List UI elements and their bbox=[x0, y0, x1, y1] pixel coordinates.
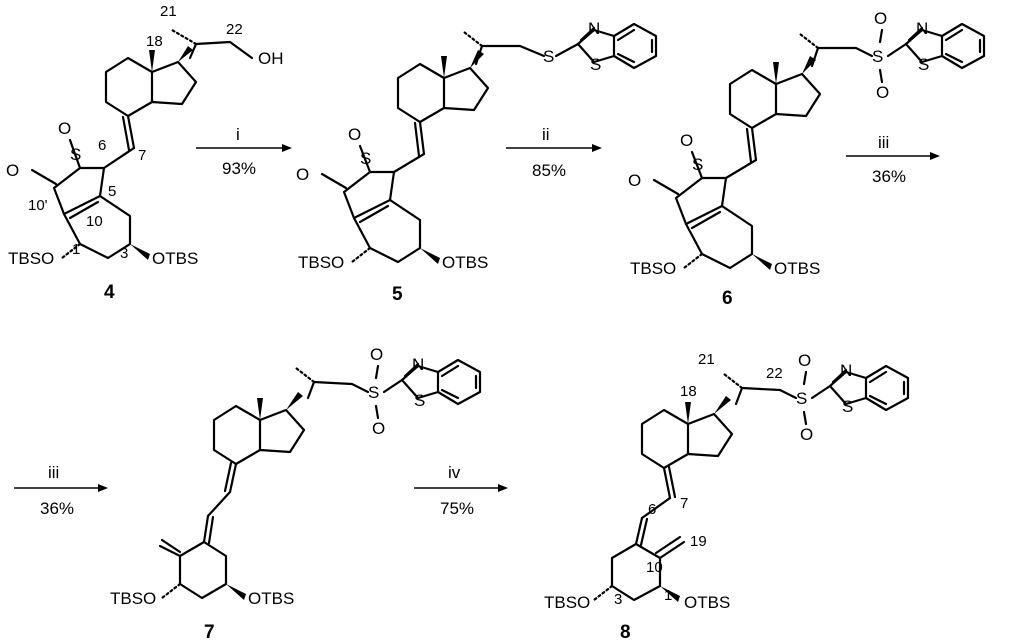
benzothiazole-nitrogen-label: N bbox=[916, 19, 928, 38]
reagent-label: iv bbox=[448, 463, 461, 482]
carbon-7-label: 7 bbox=[138, 147, 146, 164]
thioether-sulfur-label: S bbox=[543, 47, 554, 66]
compound-8: S O O N S 21 22 18 6 7 19 10 3 1 TBSO OT… bbox=[544, 351, 910, 643]
carbon-10prime-label: 10' bbox=[28, 197, 48, 214]
carbon-18-label: 18 bbox=[680, 383, 697, 400]
benzothiazole-sulfur-label: S bbox=[414, 391, 425, 410]
carbon-3-label: 3 bbox=[120, 245, 128, 262]
yield-label: 75% bbox=[440, 499, 474, 518]
compound-number: 8 bbox=[620, 622, 631, 643]
sulfur-label: S bbox=[692, 155, 703, 174]
tbso-label: TBSO bbox=[544, 593, 590, 612]
reagent-label: i bbox=[236, 125, 240, 144]
compound-number: 6 bbox=[722, 288, 733, 309]
sulfonyl-oxygen-bottom-label: O bbox=[800, 425, 813, 444]
compound-6: S O O N S S O O TBSO OTBS 6 bbox=[628, 9, 986, 309]
carbon-7-label: 7 bbox=[680, 495, 688, 512]
reaction-step-1: i 93% bbox=[196, 125, 292, 178]
carbon-10-label: 10 bbox=[86, 213, 103, 230]
benzothiazole-nitrogen-label: N bbox=[412, 355, 424, 374]
carbon-21-label: 21 bbox=[160, 3, 177, 20]
benzothiazole-sulfur-label: S bbox=[590, 55, 601, 74]
reagent-label: ii bbox=[542, 125, 550, 144]
otbs-label: OTBS bbox=[684, 593, 730, 612]
compound-number: 7 bbox=[204, 622, 215, 643]
carbon-22-label: 22 bbox=[226, 21, 243, 38]
sulfonyl-sulfur-label: S bbox=[796, 389, 807, 408]
carbon-6-label: 6 bbox=[98, 137, 106, 154]
compound-5: S N S S O O TBSO OTBS 5 bbox=[296, 19, 658, 305]
tbso-label: TBSO bbox=[110, 589, 156, 608]
reaction-step-5: iv 75% bbox=[414, 463, 508, 518]
reaction-step-2: ii 85% bbox=[506, 125, 602, 180]
compound-7: S O O N S TBSO OTBS 7 bbox=[110, 345, 482, 643]
hydroxyl-label: OH bbox=[258, 49, 284, 68]
carbon-3-label: 3 bbox=[614, 591, 622, 608]
carbon-21-label: 21 bbox=[698, 351, 715, 368]
otbs-label: OTBS bbox=[248, 589, 294, 608]
carbon-10-label: 10 bbox=[646, 559, 663, 576]
otbs-label: OTBS bbox=[774, 259, 820, 278]
oxygen-top-label: O bbox=[348, 125, 361, 144]
reagent-label: iii bbox=[48, 463, 59, 482]
oxygen-top-label: O bbox=[58, 119, 71, 138]
compound-4: OH 21 22 18 S O O 6 7 5 10' 10 1 3 TBSO … bbox=[6, 3, 284, 303]
carbon-22-label: 22 bbox=[766, 365, 783, 382]
reaction-step-4: iii 36% bbox=[14, 463, 108, 518]
otbs-label: OTBS bbox=[442, 253, 488, 272]
carbon-5-label: 5 bbox=[108, 183, 116, 200]
yield-label: 93% bbox=[222, 159, 256, 178]
compound-number: 4 bbox=[104, 282, 115, 303]
sulfonyl-oxygen-bottom-label: O bbox=[372, 419, 385, 438]
yield-label: 36% bbox=[872, 167, 906, 186]
benzothiazole-nitrogen-label: N bbox=[588, 19, 600, 38]
yield-label: 85% bbox=[532, 161, 566, 180]
sulfonyl-oxygen-top-label: O bbox=[370, 345, 383, 364]
sulfonyl-oxygen-bottom-label: O bbox=[876, 83, 889, 102]
tbso-label: TBSO bbox=[8, 249, 54, 268]
tbso-label: TBSO bbox=[298, 253, 344, 272]
sulfonyl-sulfur-label: S bbox=[368, 383, 379, 402]
sulfur-label: S bbox=[360, 149, 371, 168]
benzothiazole-nitrogen-label: N bbox=[840, 361, 852, 380]
oxygen-top-label: O bbox=[680, 131, 693, 150]
carbon-18-label: 18 bbox=[146, 33, 163, 50]
otbs-label: OTBS bbox=[152, 249, 198, 268]
carbon-19-label: 19 bbox=[690, 533, 707, 550]
sulfonyl-sulfur-label: S bbox=[872, 47, 883, 66]
reagent-label: iii bbox=[878, 133, 889, 152]
sulfur-label: S bbox=[70, 145, 81, 164]
carbon-6-label: 6 bbox=[648, 501, 656, 518]
sulfonyl-oxygen-top-label: O bbox=[798, 351, 811, 370]
oxygen-left-label: O bbox=[6, 161, 19, 180]
reaction-step-3: iii 36% bbox=[846, 133, 940, 186]
tbso-label: TBSO bbox=[630, 259, 676, 278]
compound-number: 5 bbox=[392, 284, 403, 305]
benzothiazole-sulfur-label: S bbox=[918, 55, 929, 74]
carbon-1-label: 1 bbox=[664, 587, 672, 604]
carbon-1-label: 1 bbox=[72, 241, 80, 258]
oxygen-left-label: O bbox=[296, 165, 309, 184]
oxygen-left-label: O bbox=[628, 171, 641, 190]
benzothiazole-sulfur-label: S bbox=[842, 397, 853, 416]
yield-label: 36% bbox=[40, 499, 74, 518]
sulfonyl-oxygen-top-label: O bbox=[874, 9, 887, 28]
